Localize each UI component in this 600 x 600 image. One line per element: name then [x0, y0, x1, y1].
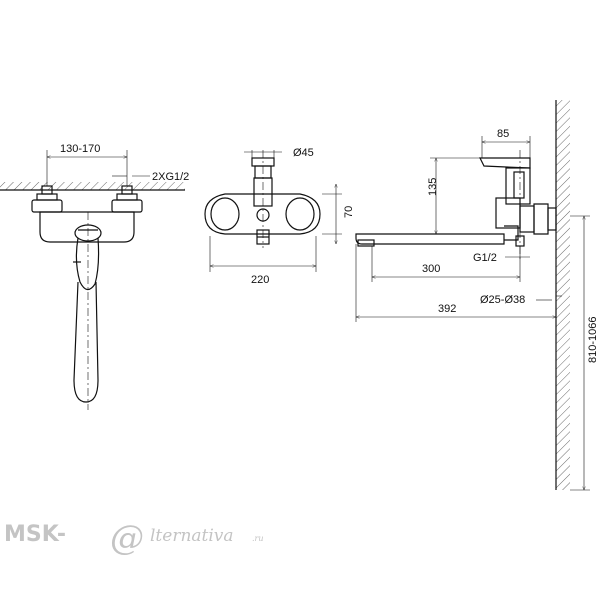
label-body-width: 220: [251, 274, 269, 286]
mixer-body-side: [495, 197, 521, 229]
wall-hatch-side: [556, 100, 570, 490]
watermark: MSK- @ lternativa .ru: [4, 518, 264, 558]
watermark-brand-script: lternativa: [150, 526, 234, 546]
spout-front: [73, 281, 99, 403]
label-mounting-height: 810-1066: [587, 317, 599, 364]
label-lever-width: 85: [497, 128, 509, 140]
spout-side: [355, 233, 505, 245]
top-view: [204, 150, 342, 272]
watermark-tld: .ru: [252, 534, 264, 543]
cartridge-housing: [505, 167, 531, 205]
watermark-at: @: [110, 518, 144, 558]
label-spout-height: 135: [427, 178, 439, 196]
wall-hatch-front: [0, 182, 185, 190]
label-inlet-thread: 2XG1/2: [152, 171, 189, 183]
label-body-height: 70: [343, 206, 355, 218]
label-spout-reach: 300: [422, 263, 440, 275]
label-diverter-diameter: Ø45: [293, 147, 314, 159]
side-view: [355, 100, 590, 491]
front-view: [0, 150, 185, 410]
mixer-body-front: [39, 211, 135, 243]
lever-side: [479, 157, 531, 169]
label-inlet-spacing: 130-170: [60, 143, 100, 155]
watermark-brand-left: MSK-: [4, 522, 66, 547]
label-total-reach: 392: [438, 303, 456, 315]
label-outlet-thread: G1/2: [473, 252, 497, 264]
label-spout-diameter: Ø25-Ø38: [480, 294, 525, 306]
mixer-body-top: [204, 193, 321, 235]
